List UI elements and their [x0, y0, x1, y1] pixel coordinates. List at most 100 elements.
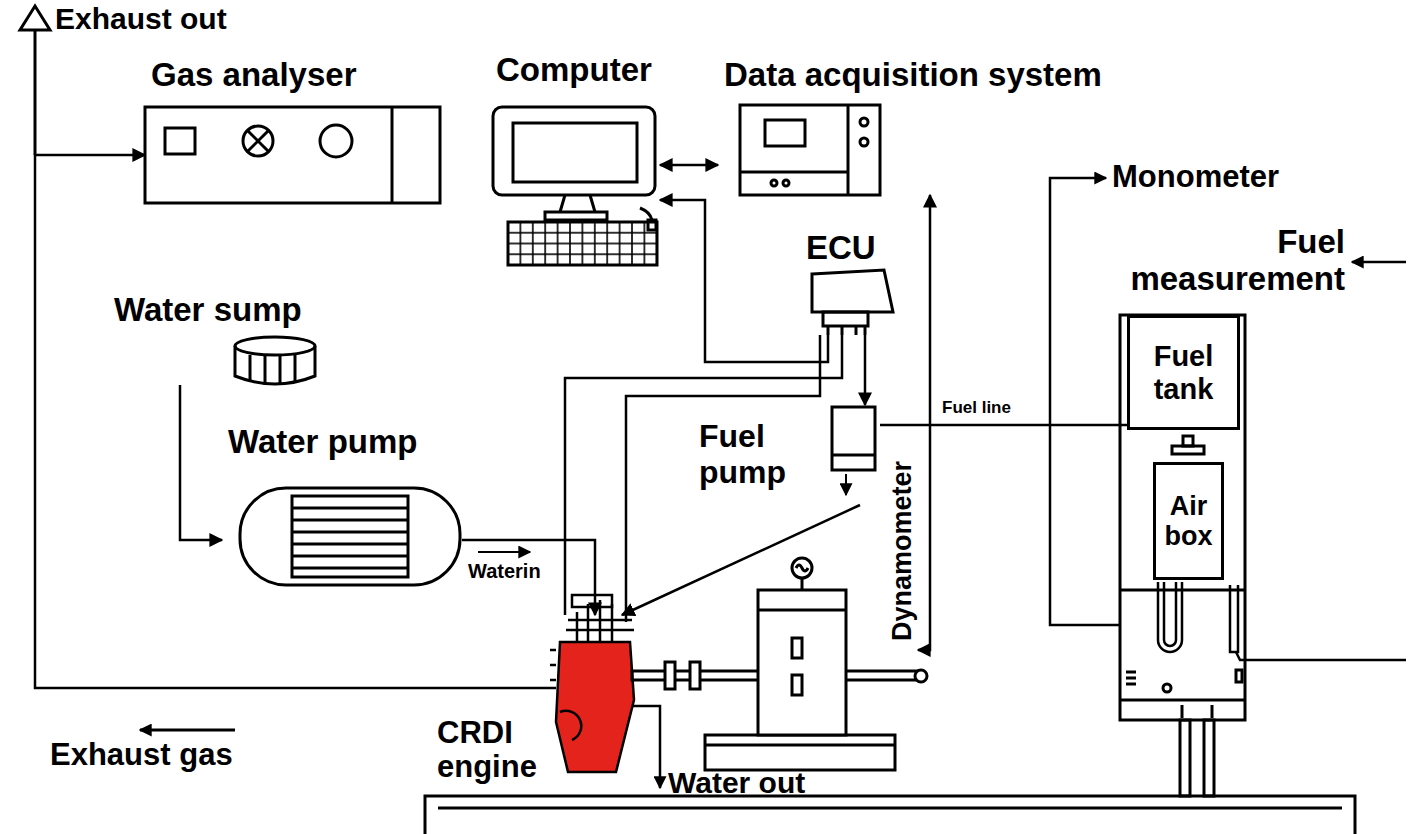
signal-line-part	[1236, 652, 1406, 660]
daq-box-part	[740, 171, 848, 174]
connector	[880, 424, 1127, 427]
node-label: Water sump	[114, 292, 302, 329]
gas-analyser-box	[145, 107, 440, 203]
exhaust-gas-label: Exhaust gas	[50, 738, 233, 773]
u-tube-manometer	[1158, 582, 1238, 652]
fuel-measurement-arrow	[1352, 261, 1406, 264]
exhaust-out-label: Exhaust out	[55, 2, 227, 36]
exhaust-stub	[432, 687, 556, 690]
connector	[462, 540, 595, 615]
computer-symbol	[493, 107, 657, 265]
gas-analyser-box-part	[247, 130, 269, 152]
ecu-symbol	[812, 270, 893, 335]
monometer-label: Monometer	[1112, 160, 1279, 195]
node-label: CRDI engine	[437, 716, 557, 785]
ecu-node: ECU	[800, 228, 895, 335]
dynamometer-machine-part	[801, 578, 804, 590]
dynamometer-machine-part	[758, 590, 846, 735]
fuel-tank-box: Fuel tank	[1127, 315, 1240, 430]
dynamometer-machine-part	[792, 558, 812, 578]
connector	[660, 164, 718, 167]
water-sump-symbol-part	[249, 355, 252, 382]
ecu-symbol-part	[812, 270, 893, 312]
computer-symbol-part	[508, 222, 657, 265]
engine-symbol-part	[572, 595, 612, 607]
water-sump-symbol	[235, 337, 315, 385]
computer-symbol-part	[640, 208, 652, 220]
water-pump-symbol	[240, 488, 460, 585]
sump-node: Water sump	[108, 290, 318, 385]
node-label: Computer	[496, 52, 652, 89]
fuel-pump-arrow-part	[845, 474, 847, 495]
air-box: Air box	[1153, 462, 1224, 580]
test-bench-part	[438, 807, 1342, 810]
fuel-pump-arrow	[845, 474, 847, 495]
daq-box-part	[765, 120, 805, 146]
gas-analyser-box-part	[320, 125, 352, 157]
dynamometer-machine-part	[705, 744, 895, 747]
gas-analyser-box-part	[145, 107, 440, 203]
waterin-arrow-part	[478, 551, 530, 553]
gas-analyser-box-part	[391, 107, 394, 203]
signal-line	[1236, 652, 1406, 660]
ecu-symbol-part	[841, 326, 844, 335]
water-sump-symbol-part	[264, 355, 267, 385]
exhaust-gas-arrow-part	[140, 729, 235, 732]
u-tube-manometer-part	[1158, 582, 1182, 652]
fuel-cabinet-part	[1211, 705, 1214, 718]
computer-symbol-part	[545, 212, 607, 220]
connector	[35, 155, 432, 688]
engine-symbol-part	[560, 711, 581, 740]
exhaust-out-arrow-part	[20, 6, 50, 30]
daq-box	[740, 105, 880, 195]
edge-label: Fuel line	[940, 399, 1013, 418]
gas-analyser-box-part	[165, 128, 195, 154]
dynamometer-machine-part	[796, 565, 808, 571]
fuel-pump-symbol-part	[832, 454, 875, 457]
water-pump-symbol-part	[292, 555, 408, 558]
daq-box-part	[860, 118, 868, 126]
node-label: Fuel tank	[1134, 340, 1234, 405]
exhaust-stub-part	[432, 687, 556, 690]
ecu-symbol-part	[864, 326, 867, 335]
edge-label: Waterin	[466, 560, 543, 582]
dynamometer-node: Dynamometer	[886, 440, 918, 662]
water-pump-symbol-part	[292, 531, 408, 534]
dynamometer-machine-part	[665, 662, 675, 689]
fuel-cabinet-part	[1180, 720, 1190, 796]
fuel-pump-symbol	[832, 407, 875, 470]
water-sump-symbol-part	[235, 346, 315, 384]
connector	[660, 200, 828, 362]
daq-box-part	[771, 180, 777, 186]
daq-box-part	[740, 105, 880, 195]
water-sump-symbol-part	[294, 355, 297, 383]
computer-symbol-part	[648, 220, 656, 230]
computer-symbol-part	[513, 123, 637, 182]
node-label: Water pump	[228, 424, 417, 461]
computer-node: Computer	[490, 50, 660, 268]
node-label: Dynamometer	[887, 461, 917, 641]
connector	[180, 385, 222, 540]
monometer-line	[1050, 178, 1120, 625]
water-pump-symbol-part	[292, 543, 408, 546]
water-pump-symbol-part	[240, 488, 460, 585]
water-pump-symbol-part	[292, 496, 408, 577]
fuel-cabinet-part	[1120, 699, 1245, 702]
test-bench-part	[425, 796, 1355, 834]
gas-analyser-box-part	[243, 126, 273, 156]
water-sump-symbol-part	[279, 355, 282, 385]
node-label: Air box	[1159, 491, 1218, 551]
node-label: ECU	[806, 230, 876, 267]
monometer-line-part	[1050, 178, 1120, 625]
fuel-cabinet-part	[1181, 705, 1184, 718]
daq-node: Data acquisition system	[718, 55, 1108, 195]
fuel-cabinet-part	[1236, 670, 1242, 682]
test-bench	[425, 796, 1355, 834]
dynamometer-machine-part	[792, 675, 802, 695]
u-tube-manometer-part	[1164, 582, 1176, 646]
node-label: Fuel pump	[699, 419, 807, 491]
analyser-node: Gas analyser	[145, 55, 440, 203]
exhaust-gas-arrow	[140, 729, 235, 732]
node-label: Data acquisition system	[724, 57, 1102, 94]
fuel-cabinet-part	[1183, 436, 1193, 446]
